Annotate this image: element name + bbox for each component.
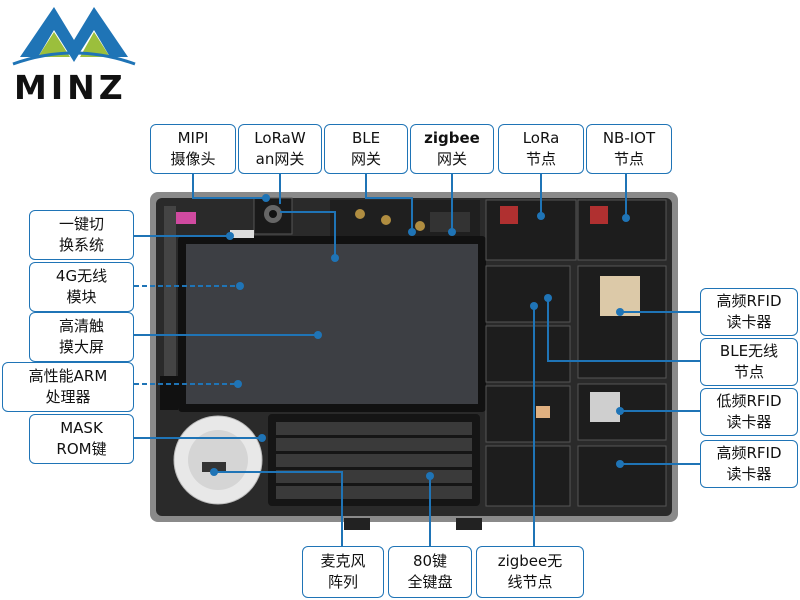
node-4	[485, 445, 571, 507]
label-line: 高频RFID	[716, 292, 782, 310]
label-line: 4G无线	[55, 267, 108, 285]
label-line: 高性能ARM	[28, 367, 108, 385]
label-line: 高频RFID	[716, 444, 782, 462]
label-line: LoRaW	[254, 129, 306, 147]
label-line: 处理器	[45, 388, 91, 406]
label-hf-rfid-reader-1: 高频RFID 读卡器	[700, 288, 798, 336]
hf-rfid-module-2	[577, 445, 667, 507]
label-arm-processor: 高性能ARM 处理器	[2, 362, 134, 412]
label-line: zigbee	[424, 129, 480, 147]
label-hd-touchscreen: 高清触摸大屏	[29, 312, 134, 362]
node-1	[485, 265, 571, 323]
logo-text: MINZ	[14, 68, 127, 107]
connector-dots	[210, 194, 630, 480]
label-line: 网关	[436, 150, 467, 168]
node-3	[485, 385, 571, 443]
label-80-key-keyboard: 80键全键盘	[388, 546, 472, 598]
label-line: 节点	[733, 363, 764, 381]
label-line: 阵列	[327, 573, 358, 591]
label-line: 节点	[525, 150, 556, 168]
screen-panel	[186, 244, 478, 404]
minz-logo	[12, 7, 136, 66]
label-mask-rom-key: MASK ROM键	[29, 414, 134, 464]
label-line: 换系统	[58, 236, 104, 254]
label-lorawan-gateway: LoRaW an网关	[238, 124, 322, 174]
label-lf-rfid-reader: 低频RFID 读卡器	[700, 388, 798, 436]
label-line: 读卡器	[726, 313, 772, 331]
label-line: zigbee无	[497, 552, 563, 570]
node-2	[485, 325, 571, 383]
label-ble-gateway: BLE 网关	[324, 124, 408, 174]
label-one-key-switch: 一键切换系统	[29, 210, 134, 260]
label-line: NB-IOT	[602, 129, 656, 147]
label-zigbee-wireless-node: zigbee无线节点	[476, 546, 584, 598]
label-mic-array: 麦克风阵列	[302, 546, 384, 598]
arm-connector	[160, 376, 178, 410]
label-line: LoRa	[522, 129, 560, 147]
label-lora-node: LoRa 节点	[498, 124, 584, 174]
connector-lines	[134, 174, 700, 546]
label-line: BLE无线	[719, 342, 779, 360]
left-port-strip	[164, 206, 176, 406]
label-line: 读卡器	[726, 413, 772, 431]
label-zigbee-gateway: zigbee 网关	[410, 124, 494, 174]
label-line: 节点	[613, 150, 644, 168]
label-hf-rfid-reader-2: 高频RFID 读卡器	[700, 440, 798, 488]
label-line: 全键盘	[407, 573, 453, 591]
label-line: 高清触	[58, 317, 104, 335]
label-mipi-camera: MIPI 摄像头	[150, 124, 236, 174]
label-line: 摄像头	[170, 150, 216, 168]
label-line: 麦克风	[320, 552, 366, 570]
label-line: 读卡器	[726, 465, 772, 483]
label-line: MASK	[60, 419, 103, 437]
label-4g-module: 4G无线模块	[29, 262, 134, 312]
label-line: BLE	[351, 129, 381, 147]
label-line: 模块	[66, 288, 97, 306]
label-line: 低频RFID	[716, 392, 782, 410]
label-line: 摸大屏	[58, 338, 104, 356]
label-line: 80键	[412, 552, 448, 570]
label-ble-wireless-node: BLE无线节点	[700, 338, 798, 386]
case-handle-right	[456, 518, 482, 530]
label-line: MIPI	[177, 129, 209, 147]
label-line: ROM键	[56, 440, 107, 458]
label-line: 线节点	[507, 573, 553, 591]
lora-module	[485, 199, 577, 261]
label-line: 网关	[350, 150, 381, 168]
case-handle-left	[344, 518, 370, 530]
label-line: an网关	[255, 150, 305, 168]
label-line: 一键切	[58, 215, 104, 233]
switch-button	[176, 212, 196, 224]
label-nbiot-node: NB-IOT 节点	[586, 124, 672, 174]
